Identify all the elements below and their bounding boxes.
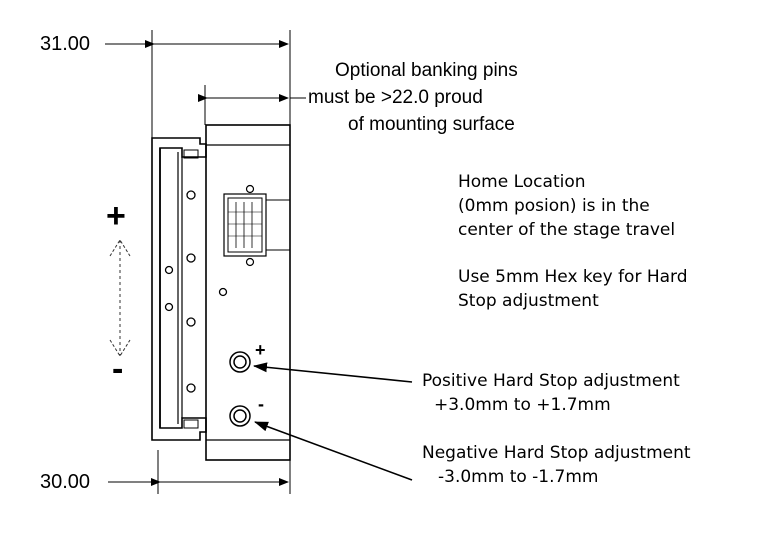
travel-arrow (109, 239, 131, 357)
stage-body (151, 124, 291, 461)
travel-minus-sign: - (112, 350, 124, 388)
banking-note-line2: must be >22.0 proud (308, 87, 483, 108)
home-note-line1: Home Location (458, 172, 586, 192)
hex-note-line1: Use 5mm Hex key for Hard (458, 267, 688, 287)
banking-note-line3: of mounting surface (348, 114, 515, 135)
bottom-dimension (108, 450, 291, 494)
positive-stop-range: +3.0mm to +1.7mm (434, 395, 611, 415)
bottom-width-label: 30.00 (40, 471, 91, 493)
mounting-holes (164, 190, 228, 393)
top-width-label: 31.00 (40, 33, 91, 55)
negative-stop-range: -3.0mm to -1.7mm (438, 467, 599, 487)
travel-plus-sign: + (106, 197, 126, 235)
positive-stop-title: Positive Hard Stop adjustment (422, 371, 680, 391)
connector (223, 184, 290, 267)
home-note-line3: center of the stage travel (458, 220, 676, 240)
positive-screw-sign: + (255, 340, 266, 360)
negative-callout-arrow (254, 421, 413, 481)
top-dimension (105, 30, 291, 140)
home-note-line2: (0mm posion) is in the (458, 196, 650, 216)
negative-stop-title: Negative Hard Stop adjustment (422, 443, 691, 463)
banking-note-line1: Optional banking pins (335, 60, 518, 81)
negative-hard-stop-screw (229, 405, 251, 427)
hex-note-line2: Stop adjustment (458, 291, 599, 311)
positive-hard-stop-screw (229, 351, 251, 373)
positive-callout-arrow (253, 362, 413, 383)
negative-screw-sign: - (258, 394, 264, 414)
banking-pin-dimension (198, 85, 306, 125)
